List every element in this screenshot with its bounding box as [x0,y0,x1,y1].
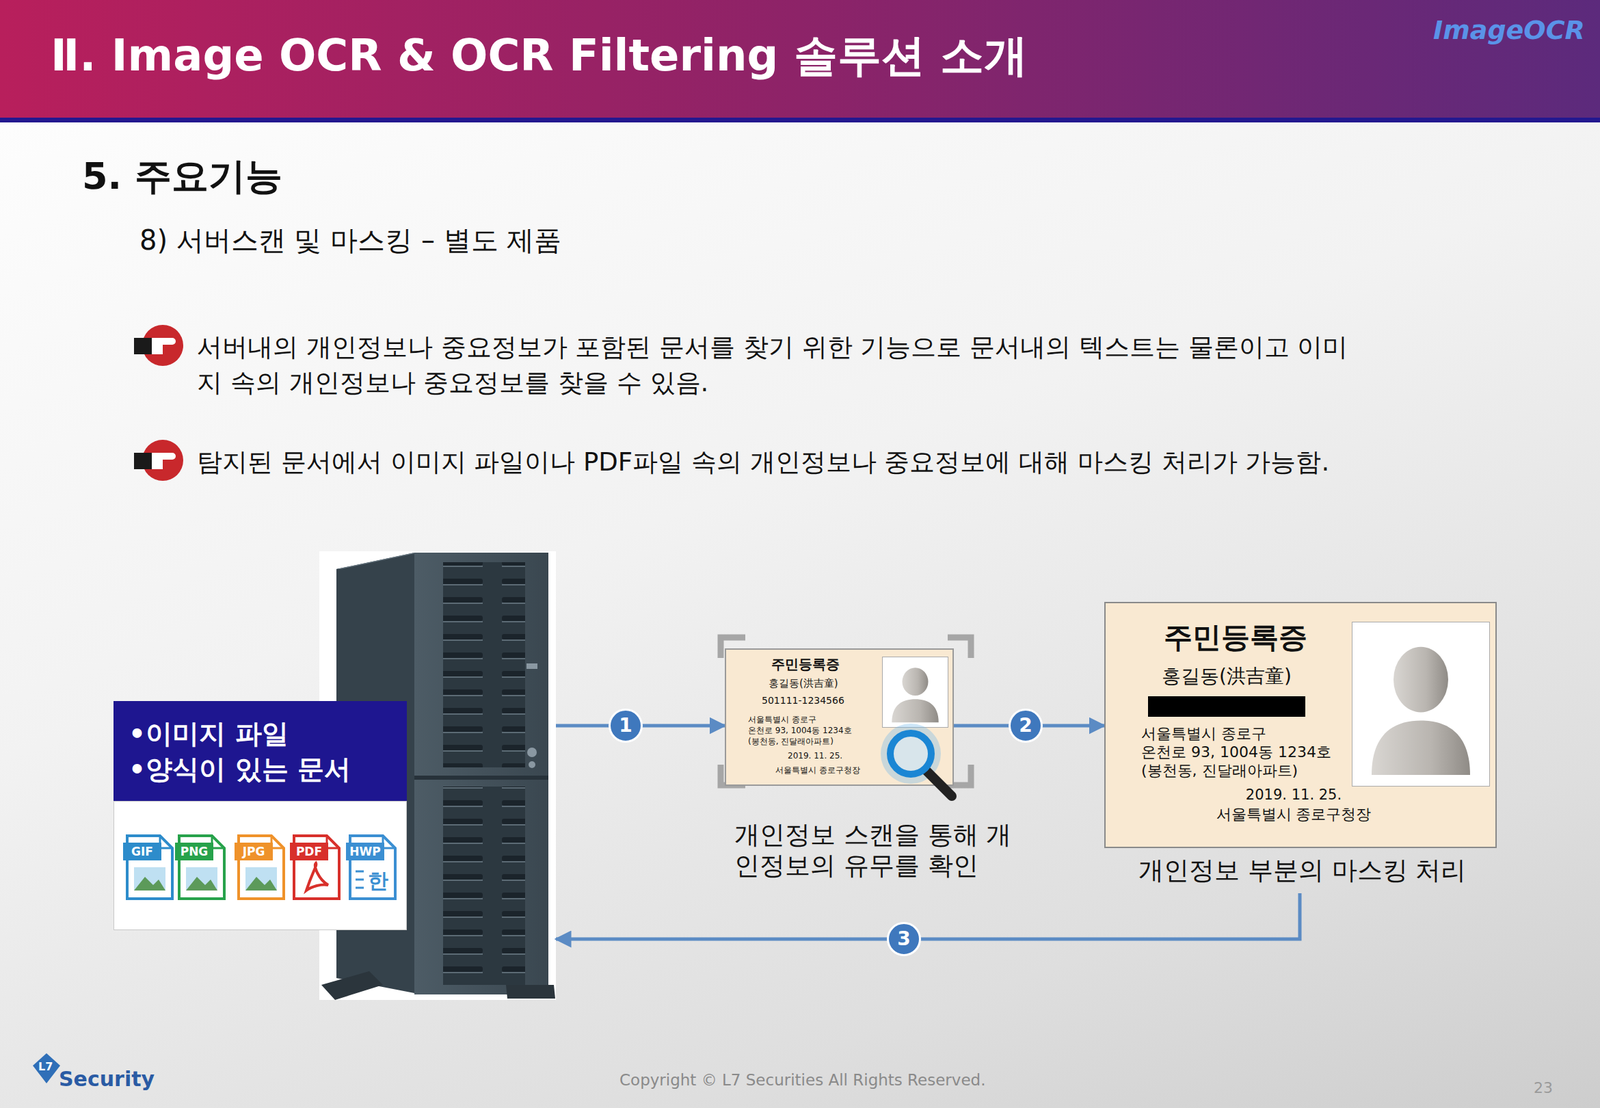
card-date: 2019. 11. 25. [787,750,843,761]
card-date: 2019. 11. 25. [1167,786,1421,803]
icon-panel [113,800,407,930]
card-address: 온천로 93, 1004동 1234호 [1141,741,1332,763]
file-type: PNG [175,844,214,859]
logo-text: Security [58,1066,155,1091]
section-heading: 5. 주요기능 [82,151,283,202]
subsection-heading: 8) 서버스캔 및 마스킹 – 별도 제품 [139,221,562,260]
callout-number: 3 [886,921,922,956]
card-title: 주민등록증 [771,655,840,674]
card-address: (봉천동, 진달래아파트) [748,735,834,748]
card-title: 주민등록증 [1105,618,1366,657]
file-type: JPG [234,844,273,859]
bullet-text: 탐지된 문서에서 이미지 파일이나 PDF파일 속의 개인정보나 중요정보에 대… [196,444,1373,480]
logo-mark: L7 [38,1059,53,1073]
photo [1351,621,1490,787]
callout-number: 1 [608,708,643,743]
card-name: 홍길동(洪吉童) [768,676,839,690]
card-name: 홍길동(洪吉童) [1161,663,1292,690]
step-caption: 개인정보 부분의 마스킹 처리 [1138,853,1466,888]
flow-arrow [555,892,1300,939]
card-issuer: 서울특별시 종로구청장 [1167,804,1421,825]
photo [882,656,949,728]
card-address: (봉천동, 진달래아파트) [1141,760,1298,781]
panel-text: •이미지 파일 [128,715,289,753]
card-address: 서울특별시 종로구 [1141,723,1267,744]
page-title: Ⅱ. Image OCR & OCR Filtering 솔루션 소개 [50,25,1028,86]
card-issuer: 서울특별시 종로구청장 [775,764,861,777]
brand-logo: ImageOCR [1433,15,1585,46]
scanned-id-card: 주민등록증홍길동(洪吉童) 501111-1234566 서울특별시 종로구온천로 … [724,648,954,786]
file-type: GIF [123,844,162,859]
callout-number: 2 [1008,708,1043,743]
card-address: 온천로 93, 1004동 1234호 [748,724,852,737]
card-number: 501111-1234566 [761,694,845,706]
file-type: PDF [289,844,329,859]
header-rule [0,117,1600,123]
card-address: 서울특별시 종로구 [748,713,817,726]
file-type: HWP [345,844,385,859]
step-caption: 개인정보 스캔을 통해 개인정보의 유무를 확인 [734,819,1036,881]
copyright: Copyright © L7 Securities All Rights Res… [619,1070,986,1089]
bullet-text: 서버내의 개인정보나 중요정보가 포함된 문서를 찾기 위한 기능으로 문서내의… [196,329,1373,401]
source-server: •이미지 파일•양식이 있는 문서 [113,551,556,1000]
label-panel [113,700,407,801]
mask-bar [1148,696,1306,717]
page-number: 23 [1533,1078,1553,1097]
masked-id-card: 주민등록증홍길동(洪吉童) 서울특별시 종로구온천로 93, 1004동 1234… [1104,601,1497,848]
file-glyph: 한 [367,867,389,896]
panel-text: •양식이 있는 문서 [128,750,351,788]
